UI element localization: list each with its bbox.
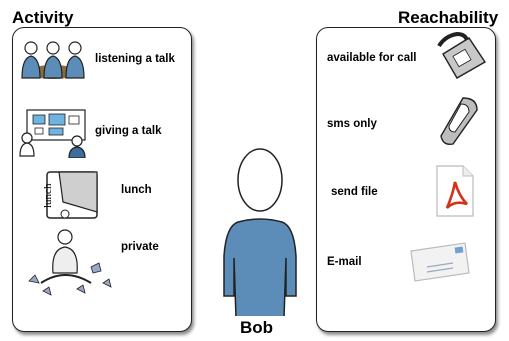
mobile-phone-icon (440, 97, 478, 146)
svg-text:lunch: lunch (42, 183, 54, 208)
presenter-icon (19, 109, 86, 158)
reachability-label-call: available for call (327, 52, 417, 64)
activity-label-private: private (121, 241, 159, 253)
playing-person-icon (28, 229, 112, 296)
person-body (223, 218, 297, 316)
activity-item-giving-talk[interactable]: giving a talk (13, 108, 191, 168)
activity-panel: listening a talk giving a talk lunch lun… (12, 27, 192, 332)
desk-phone-icon (437, 32, 486, 79)
reachability-label-file: send file (331, 186, 378, 198)
reachability-label-sms: sms only (327, 118, 377, 130)
activity-label-listening: listening a talk (95, 53, 175, 65)
reachability-item-file[interactable]: send file (317, 164, 495, 224)
person-figure (223, 148, 297, 316)
person-name: Bob (240, 318, 274, 337)
reachability-item-email[interactable]: E-mail (317, 233, 495, 293)
activity-item-listening[interactable]: listening a talk (13, 36, 191, 96)
pdf-file-icon (436, 165, 474, 217)
reachability-panel: available for call sms only send file E-… (316, 27, 496, 332)
reachability-label-email: E-mail (327, 256, 362, 268)
activity-item-lunch[interactable]: lunch lunch (13, 168, 191, 228)
audience-icon (21, 41, 85, 79)
activity-label-lunch: lunch (121, 184, 152, 196)
activity-heading: Activity (12, 8, 74, 27)
activity-label-giving-talk: giving a talk (95, 125, 162, 137)
envelope-icon (410, 242, 470, 282)
reachability-item-call[interactable]: available for call (317, 30, 495, 90)
person-head (237, 148, 283, 212)
reachability-heading: Reachability (398, 8, 499, 27)
activity-item-private[interactable]: private (13, 223, 191, 296)
reachability-item-sms[interactable]: sms only (317, 94, 495, 154)
lunch-box-icon: lunch (42, 171, 98, 219)
